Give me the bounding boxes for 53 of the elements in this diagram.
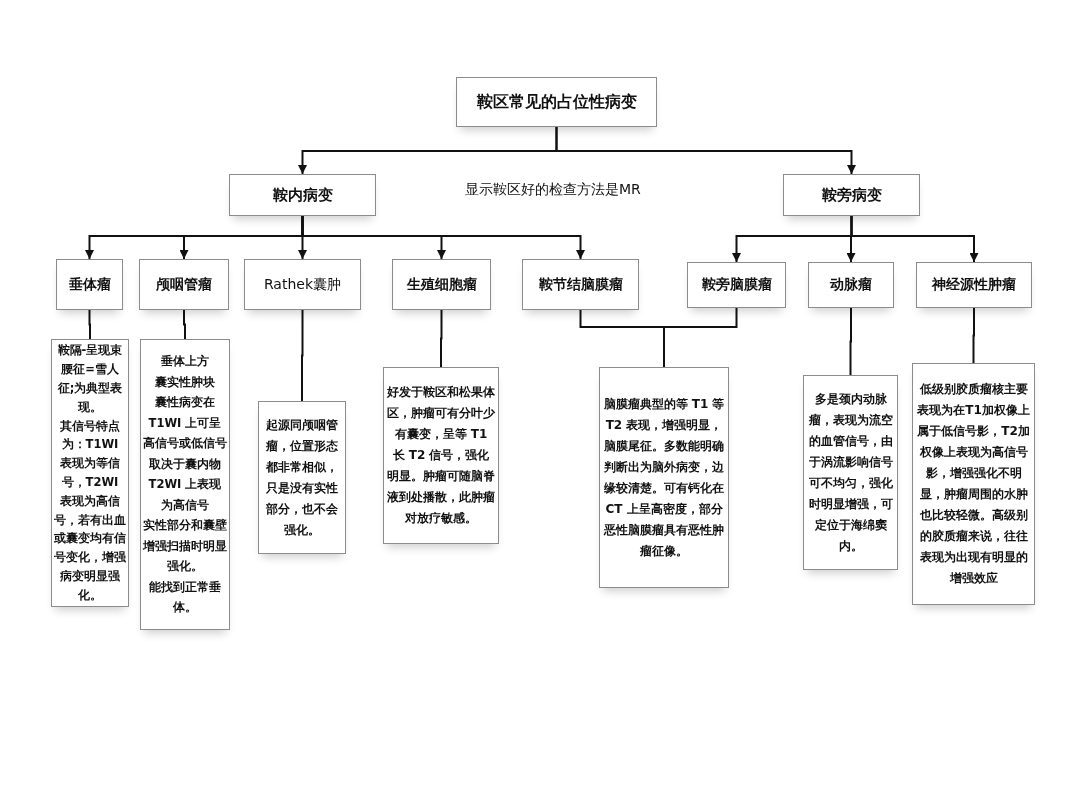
- description-text: 低级别胶质瘤核主要表现为在T1加权像上属于低信号影，T2加权像上表现为高信号影，增强强化不明显，肿瘤周围的水肿也比较轻微。高级别的胶质瘤来说，往往表现为出现有明显的增强效应: [916, 381, 1031, 587]
- note-text: 显示鞍区好的检查方法是MR: [465, 181, 641, 199]
- lesion-box: [808, 262, 894, 308]
- heading-label: 颅咽管瘤: [156, 275, 212, 294]
- lesion-box: [244, 259, 361, 310]
- description-box: [51, 339, 129, 607]
- description-text: 囊实性肿块: [155, 373, 215, 391]
- description-box: [912, 363, 1035, 605]
- lesion-box: [392, 259, 491, 310]
- arrow: [555, 126, 856, 175]
- description-text: 鞍隔-呈现束腰征=雪人征;为典型表现。: [56, 342, 124, 416]
- description-text: 脑膜瘤典型的等 T1 等 T2 表现，增强明显，脑膜尾征。多数能明确判断出为脑外病变，边缘较清楚。可有钙化在 CT 上呈高密度，部分恶性脑膜瘤具有恶性肿瘤征像。: [603, 395, 725, 560]
- description-box: [258, 401, 346, 554]
- description-text: 实性部分和囊壁增强扫描时明显强化。: [143, 517, 227, 576]
- heading-label: 鞍旁脑膜瘤: [701, 276, 772, 294]
- lesion-box: [139, 259, 229, 310]
- heading-label: 神经源性肿瘤: [932, 276, 1016, 294]
- description-box: [599, 367, 729, 588]
- lesion-box: [56, 259, 123, 310]
- connector-line: [849, 307, 852, 376]
- heading-label: 垂体瘤: [68, 275, 111, 294]
- connector-line: [972, 307, 975, 364]
- lesion-box: [687, 262, 786, 308]
- category-box: [229, 174, 376, 216]
- description-box: [140, 339, 230, 630]
- description-text: 好发于鞍区和松果体区，肿瘤可有分叶少有囊变，呈等 T1 长 T2 信号，强化明显。肿瘤可随脑脊液到处播散，此肿瘤对放疗敏感。: [387, 384, 495, 527]
- connector-line: [440, 309, 443, 368]
- connector-line: [663, 307, 738, 368]
- description-box: [383, 367, 499, 544]
- description-box: [803, 375, 898, 570]
- description-text: 囊性病变在T1WI 上可呈高信号或低信号取决于囊内物: [143, 394, 227, 473]
- arrow: [301, 215, 585, 260]
- description-text: T2WI 上表现为高信号: [147, 476, 223, 514]
- category-box: [783, 174, 920, 216]
- description-text: 其信号特点为：T1WI 表现为等信号，T2WI 表现为高信号，若有出血或囊变均有信号变化，增强病变明显强化。: [54, 417, 126, 604]
- lesion-box: [522, 259, 639, 310]
- description-text: 垂体上方: [161, 353, 209, 371]
- heading-label: Rathek囊肿: [263, 275, 342, 294]
- description-text: 能找到正常垂体。: [148, 578, 222, 617]
- heading-label: 生殖细胞瘤: [406, 275, 477, 294]
- connector-line: [183, 309, 186, 340]
- topic-box: [456, 77, 657, 127]
- heading-label: 动脉瘤: [830, 276, 872, 294]
- description-text: 起源同颅咽管瘤，位置形态都非常相似，只是没有实性部分，也不会强化。: [265, 416, 339, 539]
- description-text: 多是颈内动脉瘤，表现为流空的血管信号，由于涡流影响信号可不均匀，强化时明显增强，可定位于海绵窦内。: [807, 390, 894, 555]
- heading-label: 鞍区常见的占位性病变: [476, 91, 637, 113]
- heading-label: 鞍旁病变: [821, 185, 882, 205]
- connector-line: [301, 309, 304, 402]
- heading-label: 鞍节结脑膜瘤: [538, 275, 623, 294]
- arrow: [850, 215, 979, 263]
- connector-line: [88, 309, 91, 340]
- heading-label: 鞍内病变: [272, 185, 333, 205]
- lesion-box: [916, 262, 1032, 308]
